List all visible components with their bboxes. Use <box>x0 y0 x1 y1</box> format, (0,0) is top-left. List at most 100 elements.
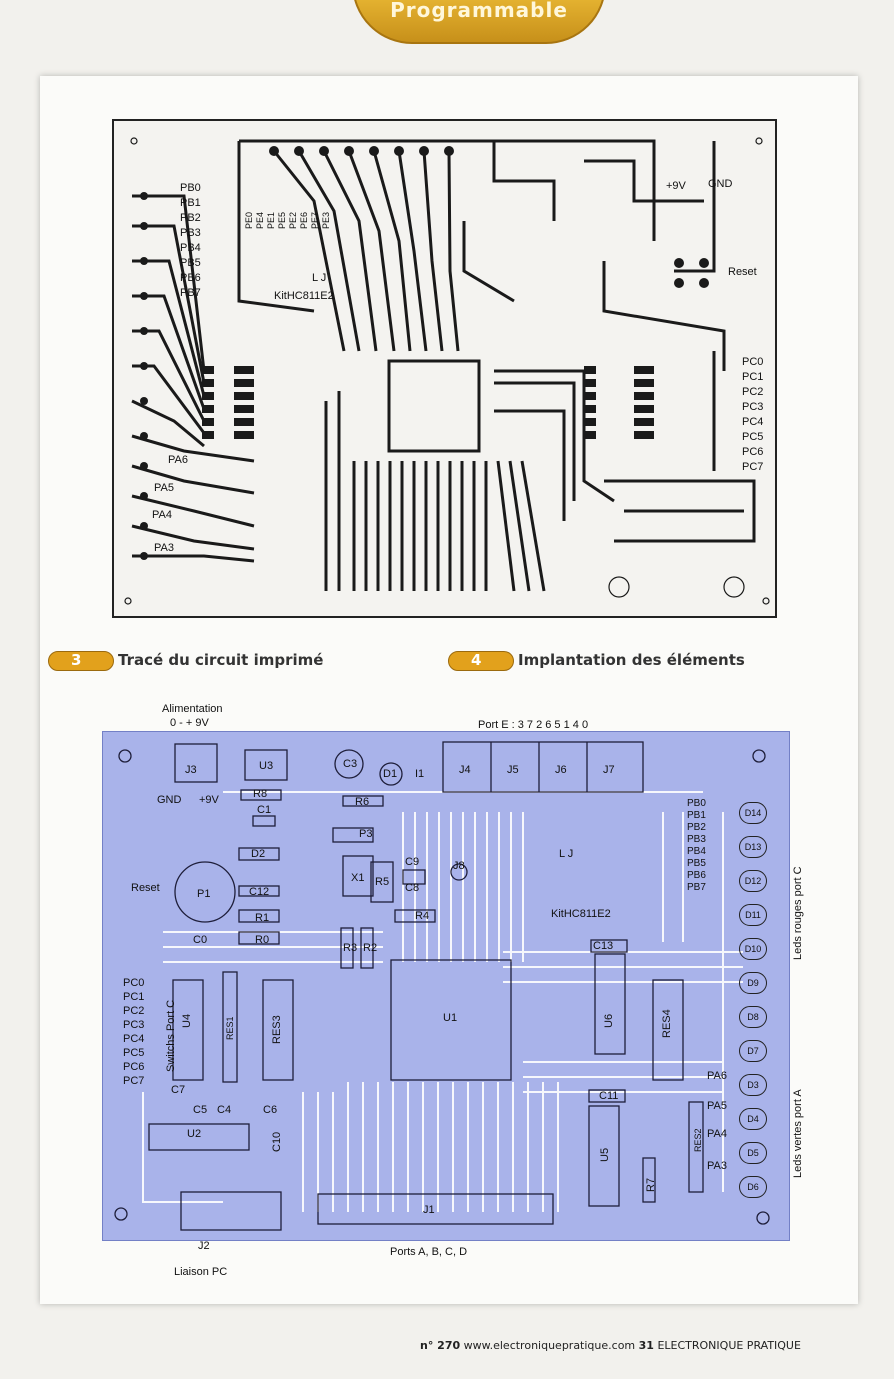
j5-label: J5 <box>507 764 519 776</box>
j2-label: J2 <box>198 1240 210 1252</box>
led-d8: D8 <box>739 1006 767 1028</box>
c13-label: C13 <box>593 940 614 952</box>
c7-label: C7 <box>171 1084 186 1096</box>
x1-label: X1 <box>351 872 365 884</box>
j4-label: J4 <box>459 764 471 776</box>
pcb-gnd: GND <box>708 178 733 190</box>
pb2-label: PB2 <box>180 212 201 224</box>
c6-label: C6 <box>263 1104 278 1116</box>
c9-label: C9 <box>405 856 420 868</box>
pa3-label: PA3 <box>154 542 174 554</box>
pb6-label: PB6 <box>180 272 201 284</box>
magazine-name: ELECTRONIQUE PRATIQUE <box>657 1339 801 1352</box>
d1-label: D1 <box>383 768 398 780</box>
c3-label: C3 <box>343 758 358 770</box>
r1-label: R1 <box>255 912 270 924</box>
right-pa4: PA4 <box>707 1128 727 1140</box>
c11-label: C11 <box>599 1090 619 1102</box>
right-pb-list: PB0 PB1 PB2 PB3 PB4 PB5 PB6 PB7 <box>687 798 706 894</box>
led-d7: D7 <box>739 1040 767 1062</box>
r0-label: R0 <box>255 934 270 946</box>
r7-label: R7 <box>645 1177 657 1192</box>
r6-label: R6 <box>355 796 370 808</box>
right-pb5: PB5 <box>687 858 706 869</box>
reset-label: Reset <box>131 882 160 894</box>
pc6-label: PC6 <box>742 446 764 458</box>
pc1-label: PC1 <box>742 371 764 383</box>
switchs-label: Switchs Port C <box>165 999 177 1072</box>
pc-label-list: PC0 PC1 PC2 PC3 PC4 PC5 PC6 PC7 <box>742 355 763 475</box>
j6-label: J6 <box>555 764 567 776</box>
pc4-label: PC4 <box>742 416 764 428</box>
right-pb3: PB3 <box>687 834 706 845</box>
left-pc3: PC3 <box>123 1019 145 1031</box>
section-tab-label: Programmable <box>390 0 568 22</box>
pcb-trace-figure: PB0 PB1 PB2 PB3 PB4 PB5 PB6 PB7 PE0 PE4 … <box>112 119 777 618</box>
pe-label-row: PE0 PE4 PE1 PE5 PE2 PE6 PE7 PE3 <box>242 212 342 269</box>
right-pb7: PB7 <box>687 882 706 893</box>
pb-label-list: PB0 PB1 PB2 PB3 PB4 PB5 PB6 PB7 <box>180 181 201 301</box>
pb0-label: PB0 <box>180 182 201 194</box>
right-pa6: PA6 <box>707 1070 727 1082</box>
c1-label: C1 <box>257 804 272 816</box>
c0-label: C0 <box>193 934 208 946</box>
left-pc-list: PC0 PC1 PC2 PC3 PC4 PC5 PC6 PC7 <box>123 976 144 1088</box>
left-pc5: PC5 <box>123 1047 145 1059</box>
pcb-trace-drawing <box>124 137 770 605</box>
r8-label: R8 <box>253 788 268 800</box>
led-d4: D4 <box>739 1108 767 1130</box>
pa4-label: PA4 <box>152 509 172 521</box>
component-layout-figure: J3 U3 C3 D1 I1 J4 J5 J6 J7 GND +9V R8 C1… <box>102 731 790 1241</box>
section-tab: Programmable <box>352 0 606 44</box>
leds-rouges-label: Leds rouges port C <box>792 866 804 960</box>
u4-label: U4 <box>181 1013 193 1028</box>
fig3-caption: Tracé du circuit imprimé <box>118 651 324 669</box>
left-pc1: PC1 <box>123 991 145 1003</box>
led-d12: D12 <box>739 870 767 892</box>
led-d14: D14 <box>739 802 767 824</box>
left-pc0: PC0 <box>123 977 145 989</box>
led-d6: D6 <box>739 1176 767 1198</box>
r2-label: R2 <box>363 942 378 954</box>
pb3-label: PB3 <box>180 227 201 239</box>
c5-label: C5 <box>193 1104 208 1116</box>
u2-label: U2 <box>187 1128 202 1140</box>
pb7-label: PB7 <box>180 287 201 299</box>
alimentation-label: Alimentation <box>162 703 223 715</box>
pcb-reset: Reset <box>728 266 757 278</box>
right-pb6: PB6 <box>687 870 706 881</box>
j8-label: J8 <box>453 860 465 872</box>
right-pb1: PB1 <box>687 810 706 821</box>
initials-label: L J <box>559 848 574 860</box>
issue-number: n° 270 <box>420 1339 461 1352</box>
pcb-kit-name: KitHC811E2 <box>274 290 334 302</box>
res2-label: RES2 <box>693 1128 703 1152</box>
left-pc2: PC2 <box>123 1005 145 1017</box>
right-pa3: PA3 <box>707 1160 727 1172</box>
c4-label: C4 <box>217 1104 232 1116</box>
pb1-label: PB1 <box>180 197 201 209</box>
res4-label: RES4 <box>661 1009 673 1038</box>
pa5-label: PA5 <box>154 482 174 494</box>
fig4-badge: 4 <box>448 651 514 671</box>
led-d13: D13 <box>739 836 767 858</box>
plus9v-label: +9V <box>199 794 219 806</box>
led-d9: D9 <box>739 972 767 994</box>
site-url: www.electroniquepratique.com <box>463 1339 636 1352</box>
liaison-pc-label: Liaison PC <box>174 1266 228 1278</box>
pc0-label: PC0 <box>742 356 764 368</box>
fig4-number: 4 <box>471 651 482 669</box>
leds-vertes-label: Leds vertes port A <box>792 1089 804 1178</box>
kit-name-label: KitHC811E2 <box>551 908 611 920</box>
r4-label: R4 <box>415 910 430 922</box>
j7-label: J7 <box>603 764 615 776</box>
r5-label: R5 <box>375 876 390 888</box>
led-d5: D5 <box>739 1142 767 1164</box>
fig3-badge: 3 <box>48 651 114 671</box>
ports-abcd-label: Ports A, B, C, D <box>390 1246 468 1258</box>
res1-label: RES1 <box>225 1016 235 1040</box>
left-pc6: PC6 <box>123 1061 145 1073</box>
left-pc7: PC7 <box>123 1075 145 1087</box>
pa6-label: PA6 <box>168 454 188 466</box>
right-pa5: PA5 <box>707 1100 727 1112</box>
